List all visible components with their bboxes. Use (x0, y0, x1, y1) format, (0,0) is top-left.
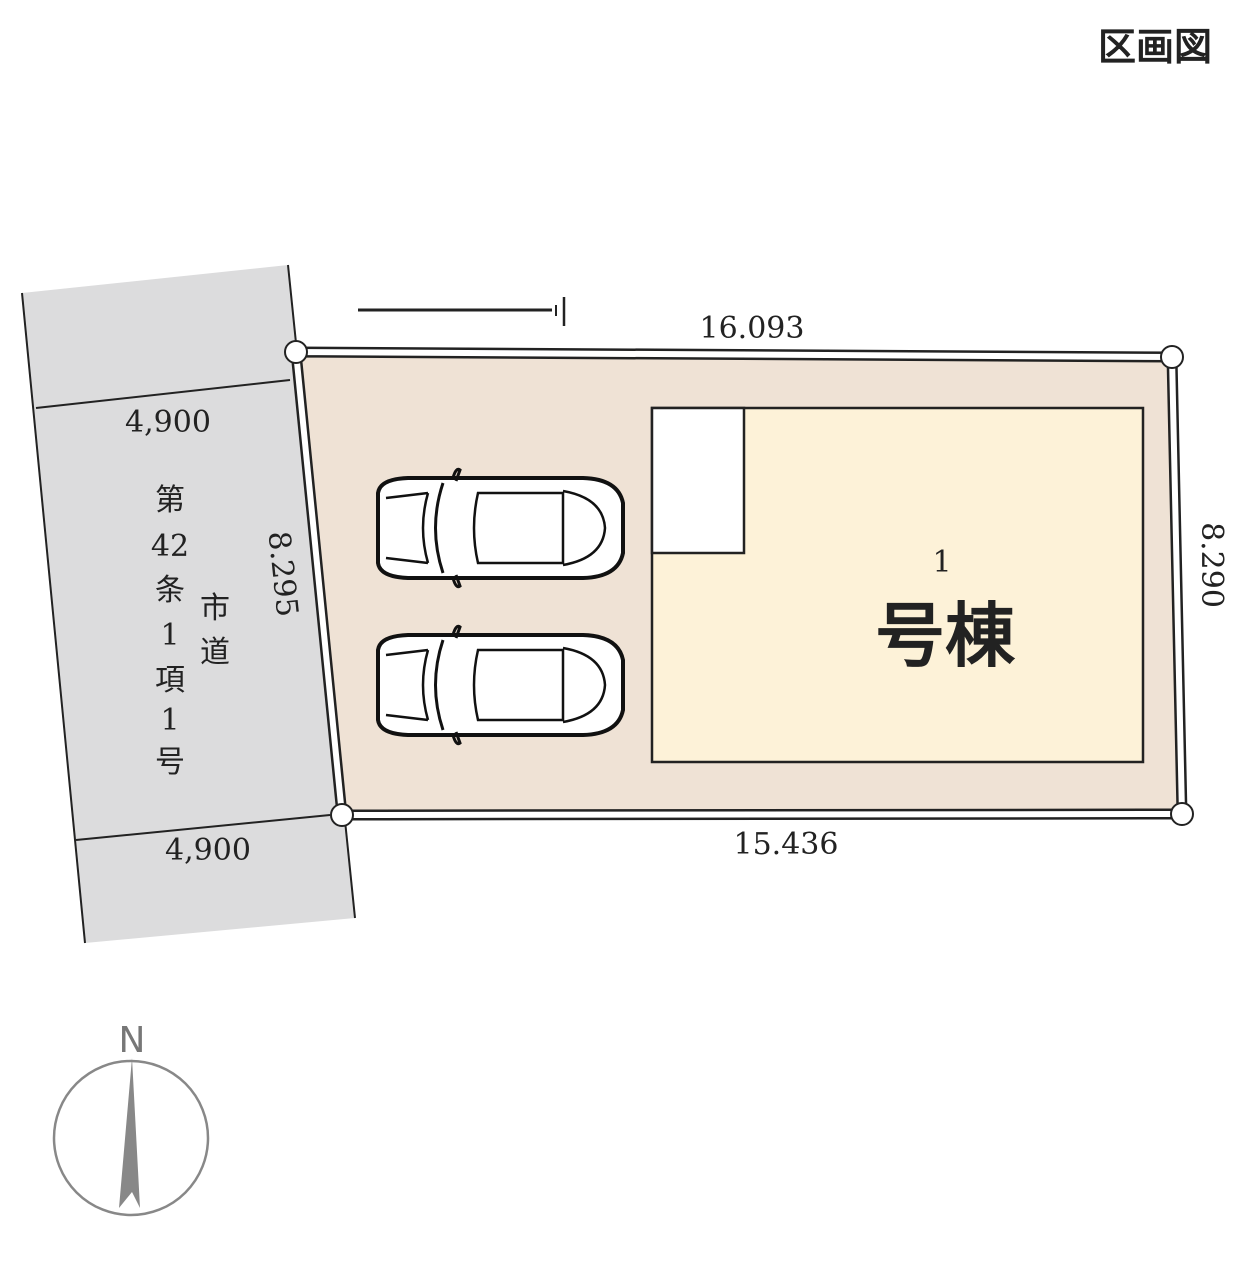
lot-top-length: 16.093 (700, 311, 805, 346)
plan-title: 区画図 (1098, 25, 1212, 69)
road-designation-char: 条 (155, 573, 185, 608)
road-designation-char: 項 (155, 663, 185, 698)
road-width-dim-top (35, 379, 291, 409)
building-notch (650, 406, 746, 555)
parking-car-2 (376, 624, 625, 746)
north-arrow: N (52, 1020, 210, 1217)
road-designation-char: 1 (160, 703, 179, 738)
road-designation-char: 1 (160, 618, 179, 653)
road-type-char: 市 (200, 591, 230, 626)
compass-circle (52, 1059, 210, 1217)
building-label: 号棟 (875, 595, 1016, 677)
boundary-markers (284, 340, 1194, 827)
road-area (22, 265, 355, 943)
compass-needle-icon (119, 1058, 140, 1208)
lot-bottom-length: 15.436 (734, 827, 839, 862)
road-width-top: 4,900 (125, 405, 211, 440)
road-width-dim-bottom (75, 814, 331, 841)
scale-bar (358, 297, 566, 326)
road-designation: 第 42 条 1 項 1 号 (151, 483, 189, 780)
road-designation-char: 号 (155, 745, 185, 780)
parking-car-1 (376, 467, 625, 589)
road-type-char: 道 (200, 635, 230, 670)
road-designation-char: 第 (155, 483, 185, 518)
lot-right-length: 8.290 (1194, 522, 1229, 608)
road-type: 市 道 (200, 591, 230, 670)
building-number: 1 (932, 545, 951, 580)
road-width-bottom: 4,900 (165, 833, 251, 868)
road-designation-char: 42 (151, 529, 189, 564)
road-edge-left (21, 292, 86, 944)
compass-north-label: N (119, 1020, 146, 1061)
